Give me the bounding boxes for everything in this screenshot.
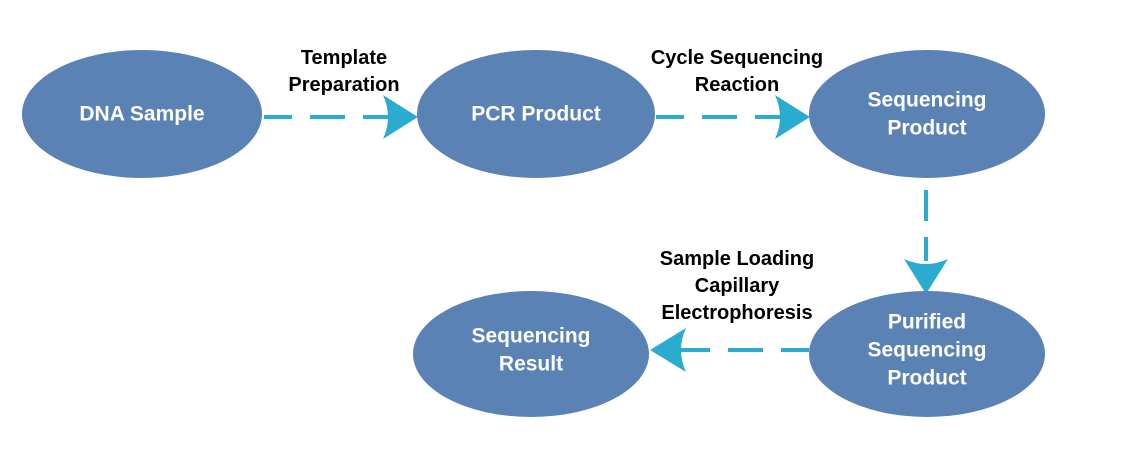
edge-label-template-preparation-line1: Template [301, 47, 387, 69]
node-shape-ellipse[interactable] [22, 50, 262, 178]
edge-label-sample-loading-line3: Electrophoresis [661, 302, 812, 324]
node-label-sequencing-product-line1: Sequencing [867, 89, 986, 112]
arrow-head-left-icon [650, 328, 686, 372]
node-shape-ellipse[interactable] [809, 291, 1045, 417]
arrow-head-right-icon [383, 95, 418, 139]
node-label-sequencing-product-line2: Product [887, 117, 966, 140]
node-purified-sequencing-product[interactable]: Purified Sequencing Product [809, 291, 1045, 417]
node-label-dna-sample: DNA Sample [79, 103, 204, 126]
edge-label-sample-loading-line1: Sample Loading [660, 248, 814, 270]
node-label-purified-sequencing-product-line2: Sequencing [867, 339, 986, 362]
arrow-head-down-icon [904, 259, 948, 294]
edge-label-cycle-sequencing-reaction-line2: Reaction [695, 74, 779, 96]
node-pcr-product[interactable]: PCR Product [417, 50, 655, 178]
node-label-purified-sequencing-product-line3: Product [887, 367, 966, 390]
edge-label-cycle-sequencing-reaction-line1: Cycle Sequencing [651, 47, 823, 69]
edge-sample-loading-capillary-electrophoresis: Sample Loading Capillary Electrophoresis [650, 248, 814, 372]
node-label-purified-sequencing-product-line1: Purified [888, 311, 966, 334]
node-sequencing-result[interactable]: Sequencing Result [413, 291, 649, 417]
node-dna-sample[interactable]: DNA Sample [22, 50, 262, 178]
node-shape-ellipse[interactable] [809, 50, 1045, 178]
node-label-sequencing-result-line1: Sequencing [471, 325, 590, 348]
node-label-pcr-product: PCR Product [471, 103, 601, 126]
node-sequencing-product[interactable]: Sequencing Product [809, 50, 1045, 178]
edge-label-template-preparation-line2: Preparation [288, 74, 399, 96]
edge-purification [904, 190, 948, 294]
node-shape-ellipse[interactable] [417, 50, 655, 178]
node-shape-ellipse[interactable] [413, 291, 649, 417]
edge-cycle-sequencing-reaction: Cycle Sequencing Reaction [651, 47, 823, 139]
node-label-sequencing-result-line2: Result [499, 353, 563, 376]
edge-label-sample-loading-line2: Capillary [695, 275, 780, 297]
edge-template-preparation: Template Preparation [264, 47, 418, 139]
arrow-head-right-icon [775, 95, 810, 139]
